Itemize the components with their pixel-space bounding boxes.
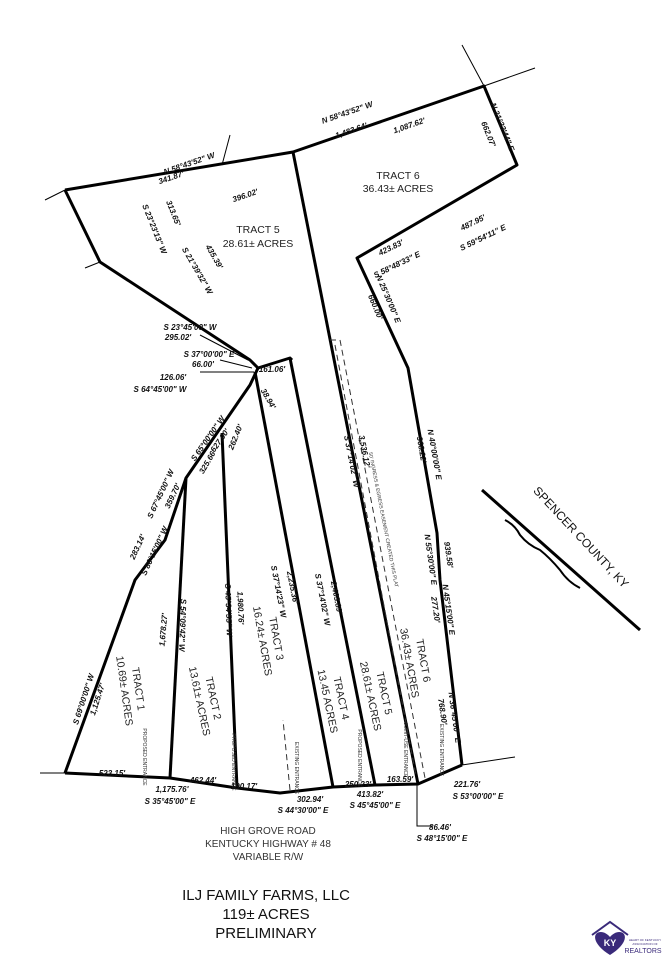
road-highway: KENTUCKY HIGHWAY # 48 xyxy=(205,839,331,850)
distance-label: 523.15' xyxy=(99,769,126,778)
distance-label: 662.07' xyxy=(479,120,498,149)
distance-label: 283.14' xyxy=(128,532,148,562)
status-title: PRELIMINARY xyxy=(215,925,316,942)
svg-text:REALTORS: REALTORS xyxy=(624,948,661,955)
county-line: SPENCER COUNTY, KY xyxy=(481,484,641,632)
entrance-label: PROPOSED ENTRANCE xyxy=(356,729,362,787)
tract-6-label: TRACT 6 36.43± ACRES xyxy=(397,627,433,699)
county-label: SPENCER COUNTY, KY xyxy=(530,484,631,591)
road-row: VARIABLE R/W xyxy=(233,852,304,863)
svg-text:HEART OF KENTUCKY: HEART OF KENTUCKY xyxy=(629,938,661,942)
distance-label: 277.20' xyxy=(429,595,442,624)
bearing-label: S 53°00'00" E xyxy=(453,792,504,801)
bearing-label: S 37°00'00" E xyxy=(184,350,235,359)
distance-label: 1,175.76' xyxy=(155,785,189,794)
owner-title: ILJ FAMILY FARMS, LLC xyxy=(182,887,350,904)
svg-text:ASSOCIATION OF: ASSOCIATION OF xyxy=(632,942,657,946)
tract-boundaries xyxy=(40,44,536,827)
distance-label: 2,235.36' xyxy=(285,569,301,605)
entrance-label: PROPOSED ENTRANCE xyxy=(230,733,236,791)
distance-label: 295.02' xyxy=(164,333,192,342)
distance-label: 86.46' xyxy=(429,823,452,832)
distance-label: 413.82' xyxy=(356,790,384,799)
distance-label: 2,403.89' xyxy=(329,579,345,615)
tract-1-label: TRACT 1 10.69± ACRES xyxy=(113,655,147,727)
entrance-label: PROPOSED ENTRANCE xyxy=(141,728,147,786)
tract-2-label: TRACT 2 13.61± ACRES xyxy=(186,665,223,737)
entrance-label: JOINT-USE ENTRANCE xyxy=(402,722,408,778)
bearing-label: S 86°15'00" W xyxy=(139,524,170,577)
distance-label: 163.59' xyxy=(387,775,414,784)
bearing-label: N 58°43'52" W xyxy=(320,99,375,125)
realtors-logo: KY HEART OF KENTUCKY ASSOCIATION OF REAL… xyxy=(591,920,662,955)
distance-label: 1,678.27' xyxy=(158,612,170,647)
distance-label: 768.90' xyxy=(436,698,449,726)
entrance-label: EXISTING ENTRANCE xyxy=(438,724,444,777)
bearing-label: S 45°45'00" E xyxy=(350,801,401,810)
distance-label: 126.06' xyxy=(160,373,187,382)
logo-initials: KY xyxy=(604,938,617,948)
tract-6-title: TRACT 6 xyxy=(376,170,420,182)
distance-label: 487.95' xyxy=(458,212,488,233)
bearing-label: S 64°45'00" W xyxy=(134,385,188,394)
distance-label: 660.00' xyxy=(366,293,385,322)
distance-label: 1,483.64' xyxy=(334,121,369,141)
bearing-label: S 44°30'00" E xyxy=(278,806,329,815)
entrance-label: EXISTING ENTRANCE xyxy=(293,742,299,795)
distance-label: 462.44' xyxy=(189,776,217,785)
distance-label: 968.22' xyxy=(415,436,429,465)
distance-label: 1,980.76' xyxy=(235,591,245,625)
distance-label: 313.65' xyxy=(164,199,183,228)
bearing-label: N 40°00'00" E xyxy=(426,429,444,482)
bearing-label: S 23°23'13" W xyxy=(140,203,169,257)
bearing-label: S 23°45'00" W xyxy=(164,323,218,332)
distance-label: 396.02' xyxy=(231,187,260,204)
distance-label: 262.40' xyxy=(226,422,245,452)
distance-label: 250.23' xyxy=(344,780,372,789)
bearing-label: S 45°34'55" W xyxy=(223,583,234,638)
bearing-label: S 54°09'42" W xyxy=(177,598,188,653)
bearing-label: S 35°45'00" E xyxy=(145,797,196,806)
tract-6-acres: 36.43± ACRES xyxy=(363,183,434,195)
tract-5-acres: 28.61± ACRES xyxy=(223,238,294,250)
road-name: HIGH GROVE ROAD xyxy=(220,826,316,837)
distance-label: 66.00' xyxy=(192,360,215,369)
bearing-label: S 37°14'02" W xyxy=(313,573,332,628)
acreage-title: 119± ACRES xyxy=(222,906,309,923)
distance-label: 190.17' xyxy=(231,782,258,791)
distance-label: 1,087.62' xyxy=(392,116,427,136)
distance-label: 221.76' xyxy=(453,780,481,789)
distance-label: 161.06' xyxy=(259,365,286,374)
easement-label: 50' INGRESS & EGRESS EASEMENT CREATED TH… xyxy=(367,452,399,588)
distance-label: 939.58' xyxy=(442,541,455,569)
tract-acres: 10.69± ACRES xyxy=(113,655,135,727)
distance-label: 423.83' xyxy=(376,237,406,258)
distance-label: 302.94' xyxy=(297,795,324,804)
bearing-label: S 48°15'00" E xyxy=(417,834,468,843)
tract-5-title: TRACT 5 xyxy=(236,224,280,236)
